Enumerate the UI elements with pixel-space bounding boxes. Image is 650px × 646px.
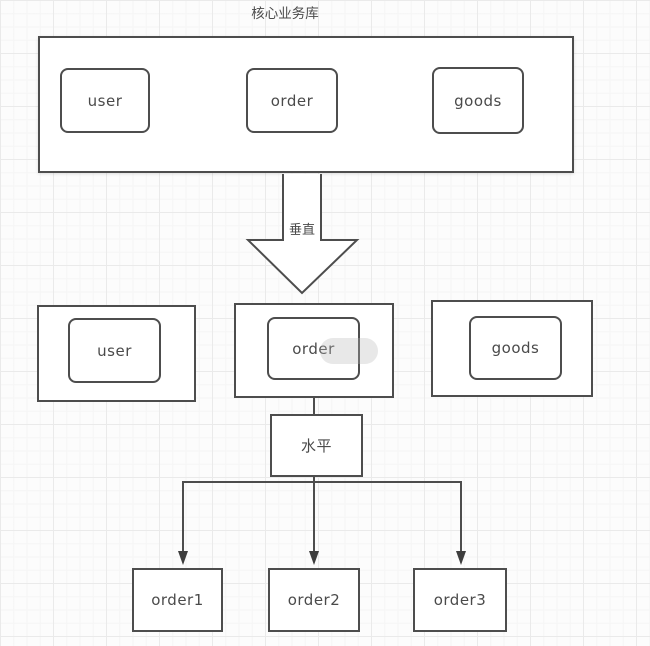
shard-order1-label: order1 [151,591,204,609]
watermark [320,338,378,364]
shard-order1: order1 [132,568,223,632]
split-db-order-table: order [267,317,360,380]
split-db-order-label: order [292,339,335,358]
split-db-goods-table: goods [469,316,562,380]
shard-order2-label: order2 [287,591,341,609]
shard-order2: order2 [268,568,360,632]
horizontal-split-label: 水平 [300,437,332,455]
arrowhead-order1 [178,551,188,565]
shard-order3: order3 [413,568,507,632]
arrowhead-order2 [309,551,319,565]
table-user: user [60,68,150,133]
diagram-title: 核心业务库 [251,6,319,22]
vertical-split-label: 垂直 [288,223,315,238]
table-goods-label: goods [454,91,502,110]
horizontal-split-box: 水平 [270,414,363,477]
split-db-user-label: user [97,341,132,360]
table-user-label: user [87,91,123,110]
table-order: order [246,68,338,133]
split-db-goods-label: goods [491,339,540,357]
table-goods: goods [432,67,524,134]
arrowhead-order3 [456,551,466,565]
shard-order3-label: order3 [433,591,487,609]
split-db-user-table: user [68,318,161,383]
table-order-label: order [270,91,314,110]
